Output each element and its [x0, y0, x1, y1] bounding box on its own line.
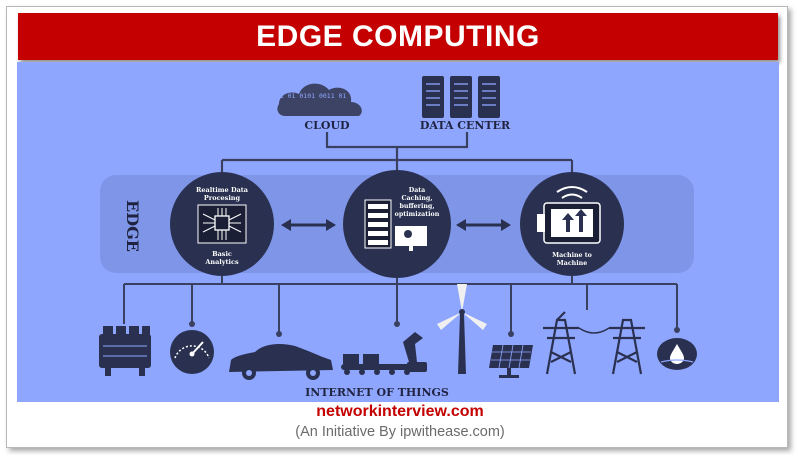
power-tower-icon — [609, 318, 645, 375]
edge-node-data-caching: Data Caching, buffering, optimization — [343, 170, 451, 278]
server-rack-icon — [364, 199, 392, 249]
page-title: EDGE COMPUTING — [256, 19, 540, 53]
node1-bottom-line1: Basic — [212, 250, 232, 258]
data-center-label: DATA CENTER — [420, 119, 511, 132]
footer-site: networkinterview.com — [316, 403, 484, 420]
double-arrow-icon — [281, 219, 336, 231]
solar-panel-icon — [489, 344, 533, 378]
node3-line1: Machine to — [552, 252, 592, 259]
node1-top-line1: Realtime Data — [196, 186, 249, 194]
monitor-icon — [395, 226, 427, 251]
gauge-icon — [170, 330, 214, 374]
double-arrow-icon — [456, 219, 511, 231]
node2-line3: buffering, — [399, 203, 434, 210]
cloud-icon: 0101 01 0101 0011 01 0101 — [268, 83, 366, 116]
car-icon — [229, 344, 333, 380]
edge-diagram: 0101 01 0101 0011 01 0101 CLOUD DATA CEN… — [99, 76, 697, 399]
node2-line2: Caching, — [401, 195, 432, 202]
wind-turbine-icon — [437, 284, 487, 374]
diagram-panel: 0101 01 0101 0011 01 0101 CLOUD DATA CEN… — [17, 62, 779, 402]
robot-arm-conveyor-icon — [341, 332, 427, 375]
node1-top-line2: Procesing — [204, 194, 241, 202]
data-center-icon — [422, 76, 500, 118]
connector-dots — [189, 321, 680, 337]
iot-connector — [123, 276, 678, 334]
chip-icon — [197, 204, 247, 244]
edge-node-machine-to-machine: Machine to Machine — [520, 172, 624, 276]
edge-node-realtime-processing: Realtime Data Procesing Basic Analytics — [170, 172, 274, 276]
node2-line4: optimization — [395, 211, 440, 218]
cloud-label: CLOUD — [304, 119, 350, 132]
wifi-icon — [556, 186, 588, 199]
edge-label: EDGE — [123, 200, 142, 252]
title-banner: EDGE COMPUTING — [18, 13, 778, 60]
cloud-binary-text: 0101 01 0101 0011 01 0101 — [268, 92, 366, 100]
power-line — [578, 327, 610, 334]
engine-icon — [99, 326, 151, 376]
node3-line2: Machine — [557, 260, 587, 267]
iot-label: INTERNET OF THINGS — [305, 386, 449, 399]
tablet-icon — [537, 202, 601, 244]
node2-line1: Data — [409, 187, 426, 194]
footer-initiative: (An Initiative By ipwithease.com) — [295, 424, 505, 440]
node1-bottom-line2: Analytics — [204, 258, 239, 266]
water-drop-icon — [657, 338, 697, 370]
power-tower-icon — [543, 311, 579, 375]
